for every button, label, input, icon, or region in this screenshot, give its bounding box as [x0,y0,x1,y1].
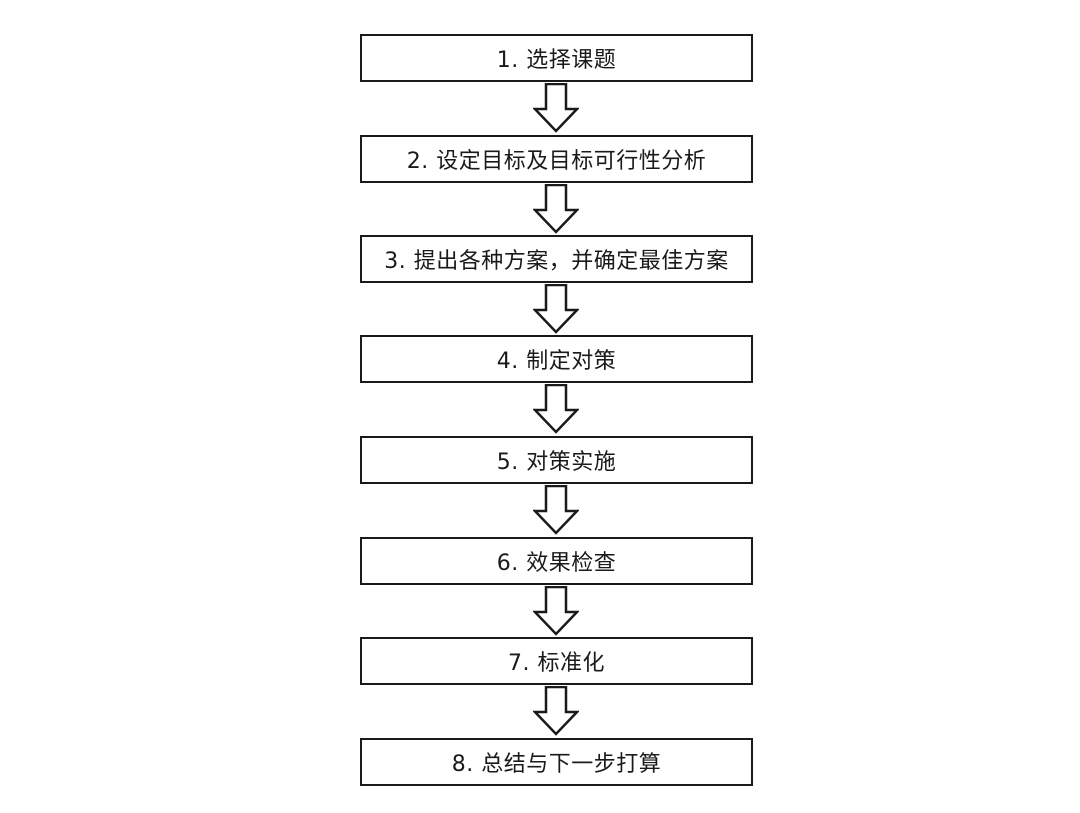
step-1-box: 1. 选择课题 [360,34,753,82]
step-2-box: 2. 设定目标及目标可行性分析 [360,135,753,183]
down-arrow-icon [533,384,579,434]
down-arrow-icon [533,686,579,736]
down-arrow-icon [533,485,579,535]
step-8-box: 8. 总结与下一步打算 [360,738,753,786]
down-arrow-icon [533,83,579,133]
step-2-label: 2. 设定目标及目标可行性分析 [406,149,707,174]
step-5-box: 5. 对策实施 [360,436,753,484]
step-1-label: 1. 选择课题 [496,48,617,73]
step-3-box: 3. 提出各种方案，并确定最佳方案 [360,235,753,283]
down-arrow-icon [533,284,579,334]
down-arrow-icon [533,184,579,234]
step-6-box: 6. 效果检查 [360,537,753,585]
step-7-label: 7. 标准化 [508,651,605,676]
down-arrow-icon [533,586,579,636]
step-7-box: 7. 标准化 [360,637,753,685]
step-8-label: 8. 总结与下一步打算 [451,752,662,777]
step-4-box: 4. 制定对策 [360,335,753,383]
step-4-label: 4. 制定对策 [496,349,617,374]
step-5-label: 5. 对策实施 [496,450,617,475]
step-3-label: 3. 提出各种方案，并确定最佳方案 [384,249,729,274]
step-6-label: 6. 效果检查 [496,551,617,576]
